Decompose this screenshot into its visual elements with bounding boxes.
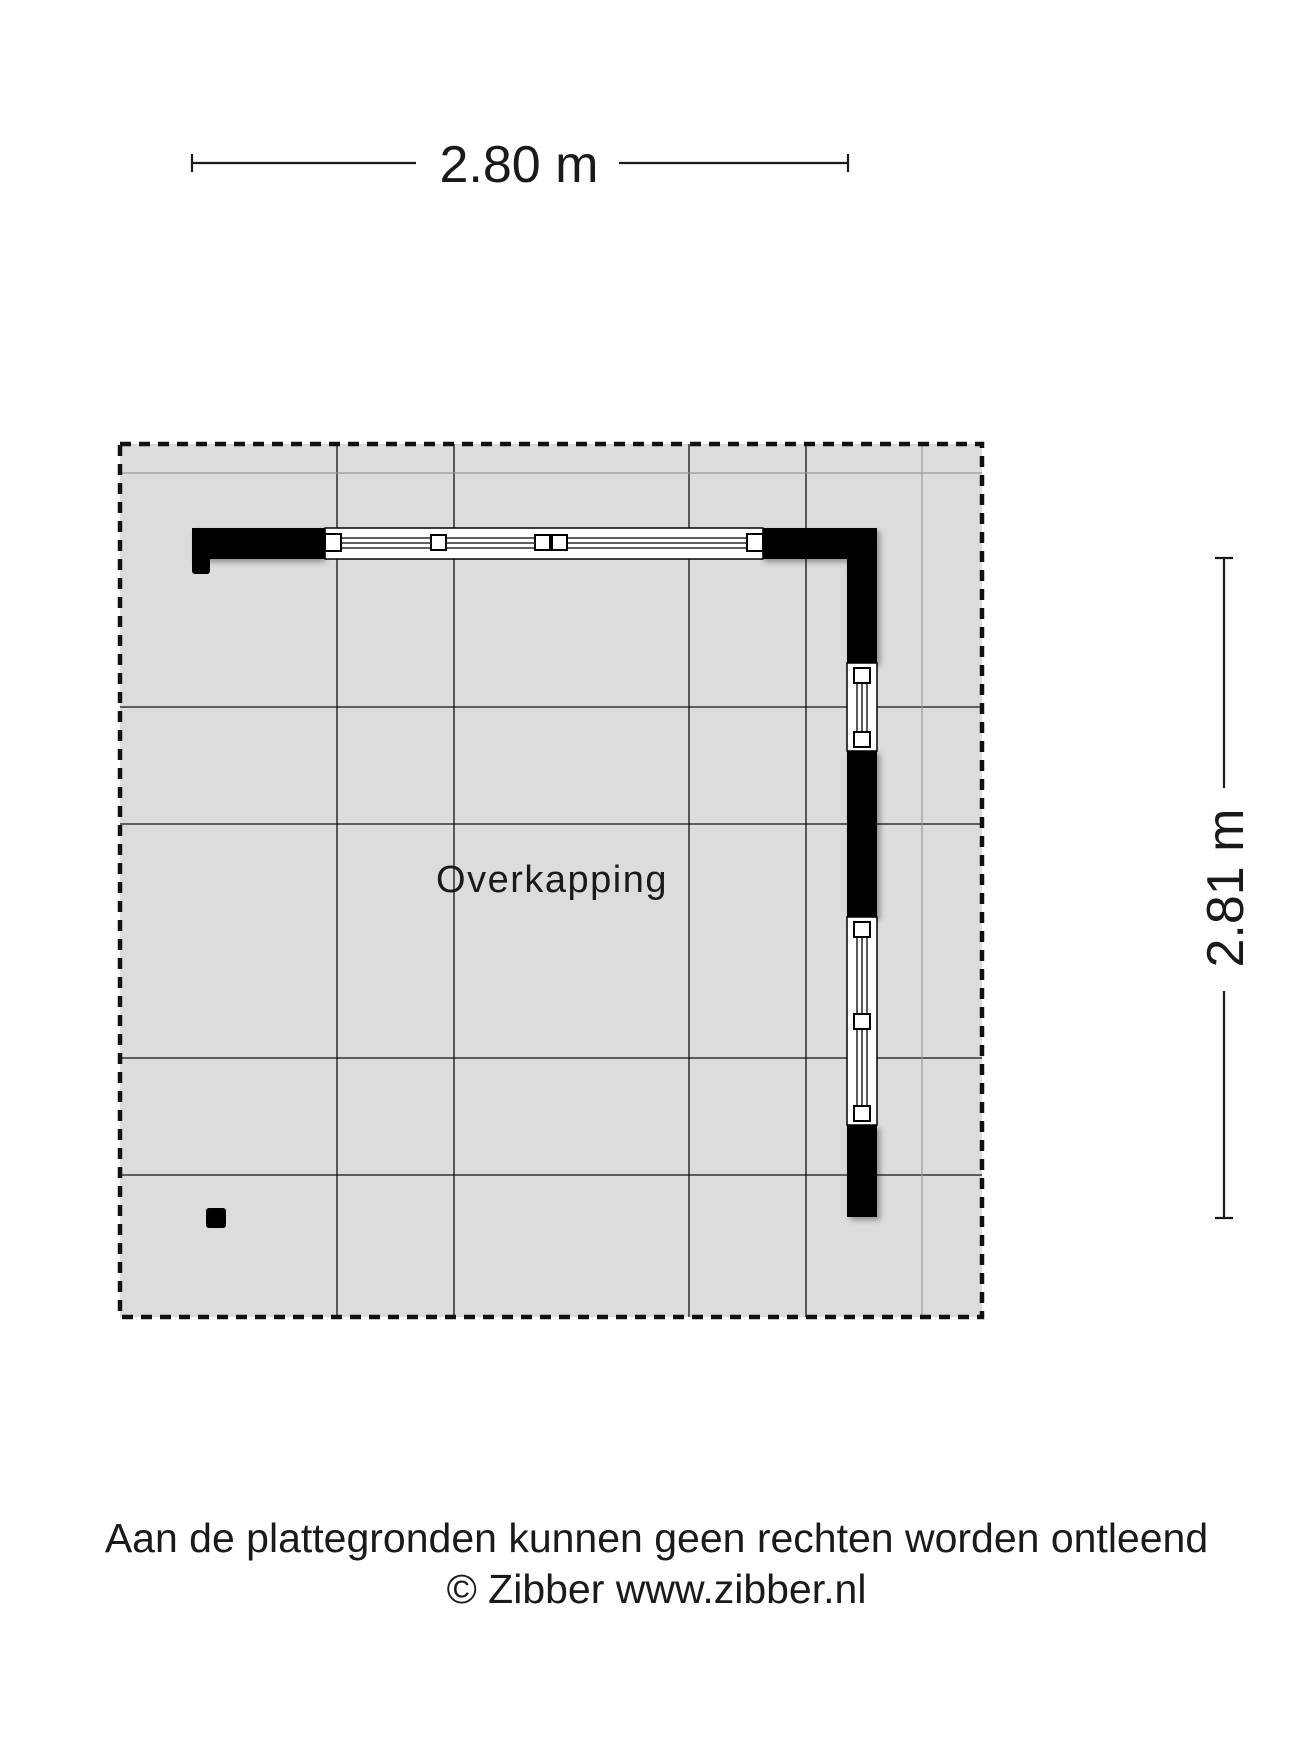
wall-right-bottom [847, 1125, 877, 1217]
room-floor [120, 444, 982, 1317]
post [206, 1208, 226, 1228]
dimension-width [190, 154, 850, 172]
window-top [324, 527, 764, 560]
disclaimer-text: Aan de plattegronden kunnen geen rechten… [104, 1515, 1209, 1561]
wall-right-middle [847, 751, 877, 917]
dimension-height [1215, 556, 1233, 1220]
copyright-text: © Zibber www.zibber.nl [446, 1566, 867, 1612]
window-right-upper [846, 662, 878, 752]
floor-grid [120, 444, 982, 1317]
wall-top-left [192, 528, 325, 559]
walls [192, 528, 877, 1217]
dimension-width-label: 2.80 m [440, 136, 599, 194]
dimension-height-label: 2.81 m [1197, 809, 1255, 968]
window-right-lower [846, 916, 878, 1126]
room-label: Overkapping [436, 859, 668, 901]
wall-left-stub [192, 528, 210, 574]
floor-grid-faint [120, 444, 982, 1317]
roof-outline [117, 441, 985, 1320]
wall-right-top [847, 528, 877, 663]
